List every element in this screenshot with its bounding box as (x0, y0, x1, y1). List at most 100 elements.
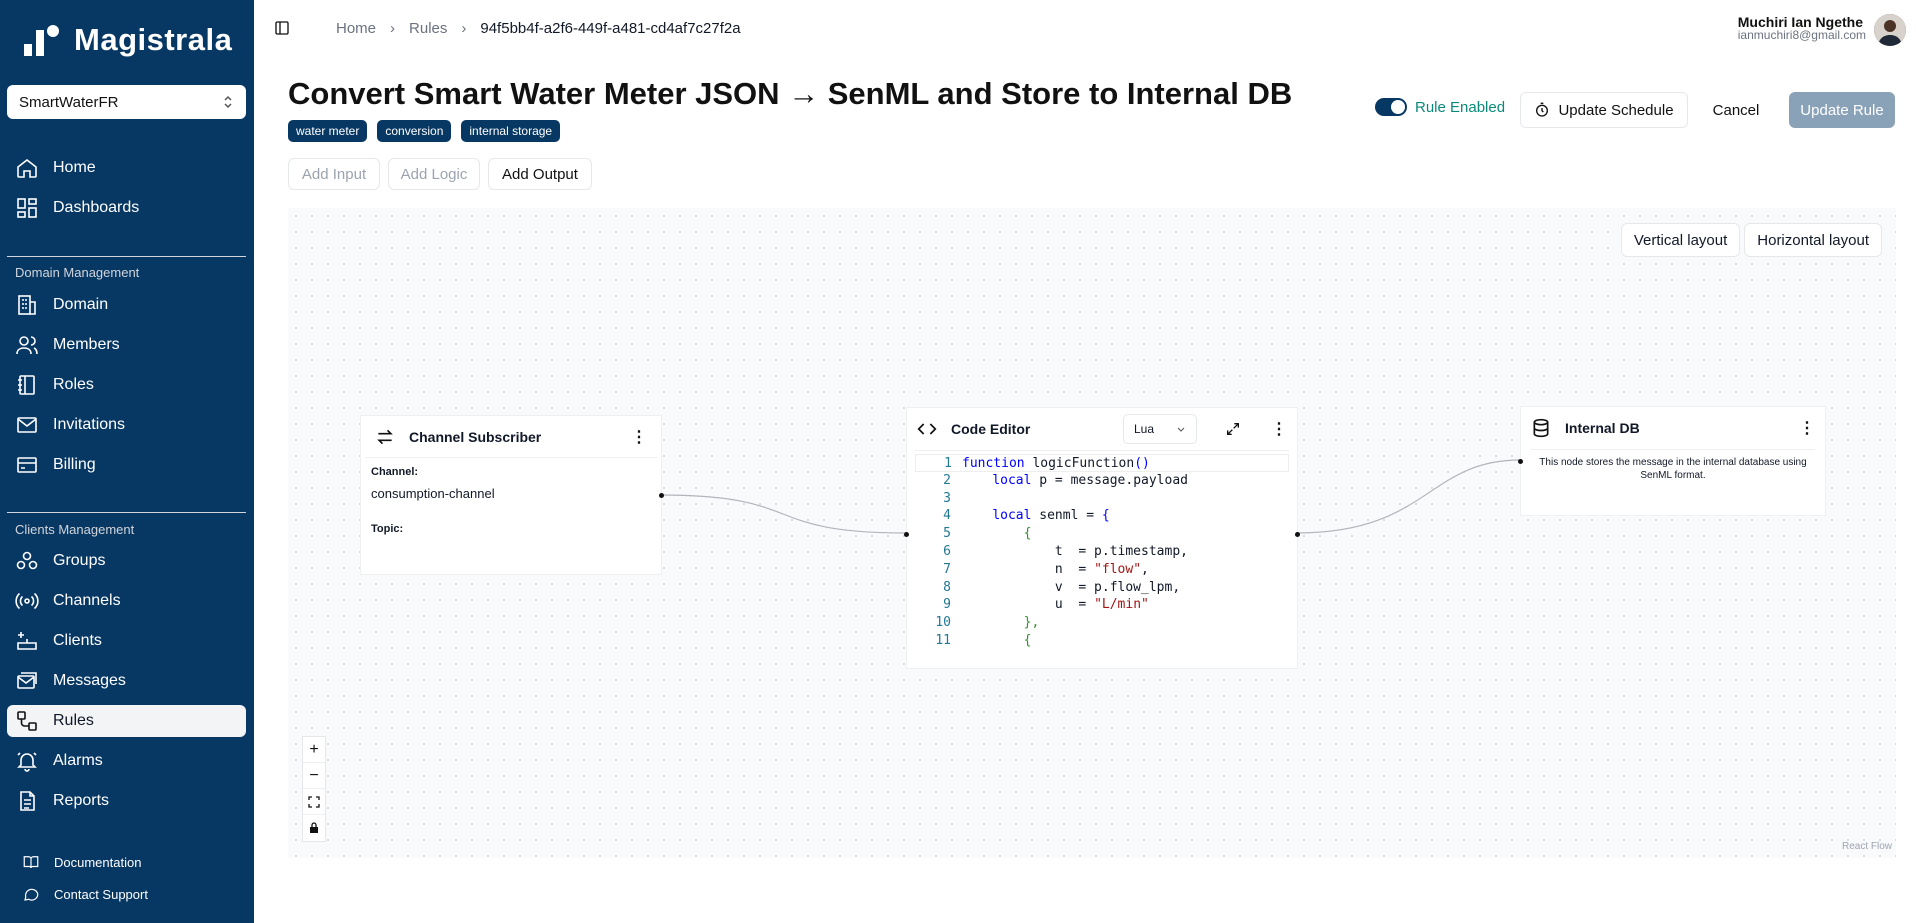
fit-view-icon[interactable] (303, 789, 325, 815)
line-number: 8 (943, 579, 951, 595)
add-output-button[interactable]: Add Output (488, 158, 592, 190)
breadcrumb-home[interactable]: Home (336, 20, 377, 37)
language-select[interactable]: Lua (1123, 414, 1197, 444)
nav-item-channels[interactable]: Channels (7, 585, 246, 617)
node-title: Code Editor (951, 421, 1031, 437)
nav-item-groups[interactable]: Groups (7, 545, 246, 577)
groups-icon (16, 551, 38, 570)
cancel-button[interactable]: Cancel (1692, 92, 1780, 128)
breadcrumb: Home › Rules › 94f5bb4f-a2f6-449f-a481-c… (336, 20, 741, 37)
target-handle[interactable] (1518, 459, 1523, 464)
channel-subscriber-node[interactable]: Channel Subscriber ⋮ Channel: consumptio… (360, 415, 664, 575)
line-number: 5 (943, 526, 951, 542)
magistrala-logo-icon (24, 25, 59, 56)
divider (7, 512, 246, 513)
flow-canvas[interactable]: Vertical layout Horizontal layout Channe… (288, 208, 1896, 858)
attribution[interactable]: React Flow (1841, 841, 1892, 852)
chevron-right-icon: › (461, 20, 467, 37)
domain-select[interactable]: SmartWaterFR (7, 85, 246, 119)
zoom-out-icon[interactable]: − (303, 763, 325, 789)
nav-main: Home Dashboards (7, 152, 246, 232)
code-line: }, (961, 615, 1040, 631)
source-handle[interactable] (659, 493, 664, 498)
update-schedule-button[interactable]: Update Schedule (1520, 92, 1688, 128)
edge-logic-output (1296, 459, 1521, 534)
channel-value: consumption-channel (371, 486, 495, 501)
update-rule-button[interactable]: Update Rule (1789, 92, 1895, 128)
nav-item-roles[interactable]: Roles (7, 369, 246, 401)
topbar: Home › Rules › 94f5bb4f-a2f6-449f-a481-c… (254, 0, 1916, 58)
book-icon (23, 856, 39, 869)
lock-icon[interactable] (303, 815, 325, 841)
nav-item-documentation[interactable]: Documentation (22, 853, 141, 871)
more-vertical-icon[interactable]: ⋮ (1271, 421, 1287, 438)
expand-icon[interactable] (1225, 421, 1241, 437)
nav-item-label: Dashboards (53, 199, 140, 216)
node-header: Channel Subscriber ⋮ (365, 416, 657, 458)
line-number: 11 (935, 632, 951, 648)
nav-item-label: Channels (53, 592, 121, 609)
more-vertical-icon[interactable]: ⋮ (631, 428, 647, 446)
dashboard-icon (17, 198, 37, 218)
button-label: Update Rule (1800, 101, 1884, 119)
tag-list: water meter conversion internal storage (288, 120, 561, 142)
add-input-button[interactable]: Add Input (288, 158, 380, 190)
button-label: Add Logic (400, 165, 468, 183)
line-number: 2 (943, 472, 951, 488)
line-number: 10 (935, 615, 951, 631)
nav-item-reports[interactable]: Reports (7, 785, 246, 817)
button-label: Add Input (301, 165, 367, 183)
nav-item-dashboards[interactable]: Dashboards (7, 192, 246, 224)
node-header: Code Editor Lua ⋮ (907, 408, 1297, 450)
source-handle[interactable] (1295, 532, 1300, 537)
internal-db-node[interactable]: Internal DB ⋮ This node stores the messa… (1518, 406, 1826, 516)
nav-item-members[interactable]: Members (7, 329, 246, 361)
nav-item-label: Documentation (54, 854, 142, 870)
app-logo[interactable]: Magistrala (22, 22, 232, 58)
nav-item-label: Clients (53, 632, 102, 649)
node-header: Internal DB ⋮ (1521, 407, 1825, 449)
horizontal-layout-button[interactable]: Horizontal layout (1744, 223, 1882, 257)
wallet-icon (17, 457, 37, 473)
nav-item-domain[interactable]: Domain (7, 289, 246, 321)
nav-item-billing[interactable]: Billing (7, 449, 246, 481)
nav-item-alarms[interactable]: Alarms (7, 745, 246, 777)
zoom-in-icon[interactable]: + (303, 737, 325, 763)
chat-icon (24, 888, 39, 901)
user-info[interactable]: Muchiri Ian Ngethe ianmuchiri8@gmail.com (1738, 14, 1866, 42)
avatar[interactable] (1874, 14, 1906, 46)
code-line: u = "L/min" (961, 597, 1149, 613)
line-number: 1 (944, 456, 952, 471)
more-vertical-icon[interactable]: ⋮ (1799, 420, 1815, 437)
nav-item-invitations[interactable]: Invitations (7, 409, 246, 441)
breadcrumb-rules[interactable]: Rules (409, 20, 448, 37)
code-line: local p = message.payload (992, 472, 1188, 488)
tag: internal storage (461, 120, 561, 142)
database-icon (1533, 418, 1549, 438)
nav-item-messages[interactable]: Messages (7, 665, 246, 697)
nav-clients: Groups Channels Clients Messages Rules A… (7, 545, 246, 825)
nav-item-home[interactable]: Home (7, 152, 246, 184)
nav-item-label: Contact Support (54, 886, 148, 902)
nav-item-label: Members (53, 336, 120, 353)
radio-icon (15, 592, 39, 610)
toggle-switch[interactable] (1375, 98, 1407, 116)
vertical-layout-button[interactable]: Vertical layout (1620, 223, 1741, 257)
nav-item-contact-support[interactable]: Contact Support (22, 885, 148, 903)
add-logic-button[interactable]: Add Logic (388, 158, 480, 190)
domain-select-value: SmartWaterFR (19, 93, 119, 111)
user-email: ianmuchiri8@gmail.com (1737, 28, 1866, 42)
target-handle[interactable] (904, 532, 909, 537)
chevron-right-icon: › (390, 20, 396, 37)
nav-item-clients[interactable]: Clients (7, 625, 246, 657)
sidebar-toggle-icon[interactable] (274, 20, 290, 36)
app-name: Magistrala (74, 22, 233, 57)
section-label-domain: Domain Management (15, 265, 140, 280)
code-icon (917, 423, 937, 435)
nav-item-rules[interactable]: Rules (7, 705, 246, 737)
line-number: 4 (943, 508, 951, 524)
building-icon (18, 295, 36, 315)
rule-enabled-toggle[interactable]: Rule Enabled (1375, 98, 1505, 116)
